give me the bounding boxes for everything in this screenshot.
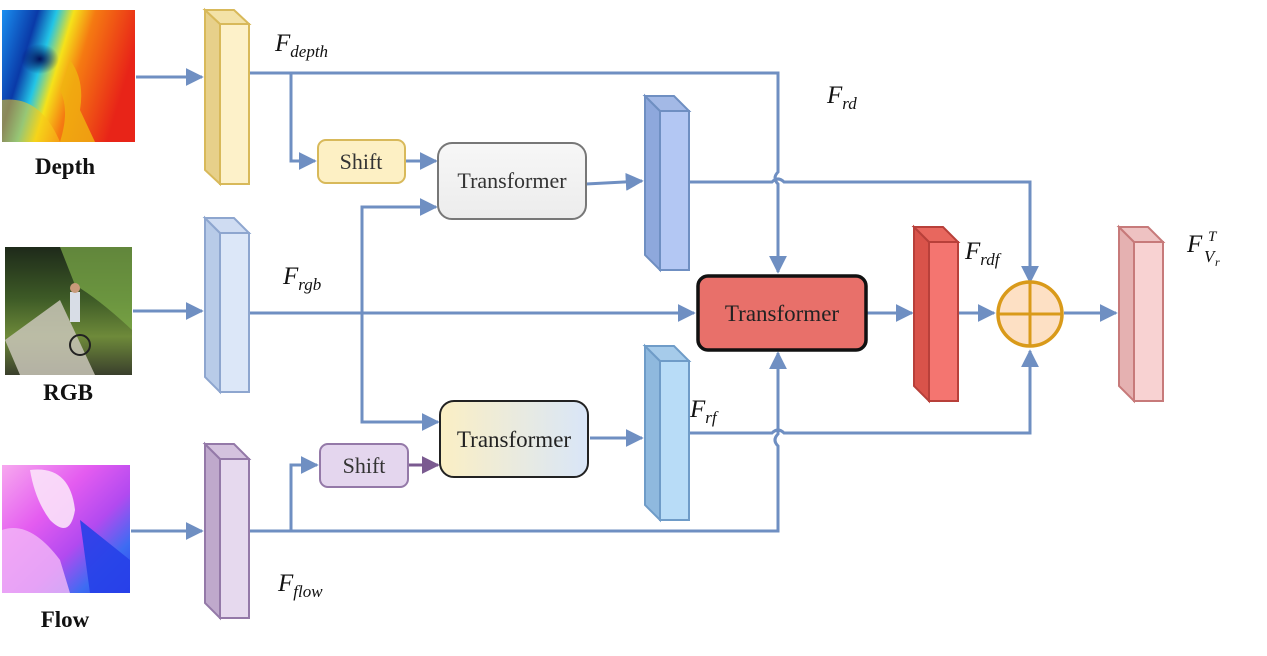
transformer-top-box: Transformer (437, 142, 587, 220)
depth-to-shift-line (289, 73, 317, 170)
transformer-fusion-label: Transformer (725, 301, 839, 326)
rf-feature-block (642, 343, 692, 523)
flow-feature-block (202, 441, 252, 621)
rdf-feature-block (911, 224, 961, 404)
svg-text:V: V (1204, 247, 1217, 266)
svg-text:F: F (1186, 231, 1203, 258)
transformer-top-to-block-arrow (585, 172, 644, 191)
depth-feature-block (202, 7, 252, 187)
label-f-rgb: Frgb (282, 263, 321, 294)
rgb-feature-block (202, 215, 252, 395)
rd-feature-block (642, 93, 692, 273)
sum-node-icon (996, 280, 1064, 348)
flow-image (2, 465, 130, 593)
svg-text:T: T (1208, 229, 1218, 245)
transformer-bottom-label: Transformer (457, 427, 571, 452)
shift-bottom-box: Shift (319, 443, 409, 488)
transformer-fusion-box: Transformer (696, 274, 868, 352)
rd-to-sum-line (688, 177, 1039, 284)
label-f-rd: Frd (826, 82, 857, 113)
flow-to-shift-line (289, 456, 319, 531)
rgb-to-top-transformer-line (360, 198, 438, 313)
flow-to-fusion-line (249, 351, 787, 533)
label-f-rdf: Frdf (964, 238, 1002, 269)
transformer-top-label: Transformer (457, 168, 567, 193)
depth-caption: Depth (35, 154, 95, 179)
output-feature-block (1116, 224, 1166, 404)
rgb-caption: RGB (43, 380, 93, 405)
label-f-output: F T V r (1186, 229, 1220, 269)
depth-to-fusion-line (249, 71, 787, 274)
rgb-image (5, 247, 132, 375)
shift-bottom-label: Shift (343, 453, 386, 478)
transformer-bottom-box: Transformer (439, 400, 589, 478)
label-f-flow: Fflow (277, 570, 323, 601)
flow-caption: Flow (41, 607, 90, 632)
depth-image (2, 10, 135, 142)
rgb-to-bottom-transformer-line (360, 313, 440, 431)
label-f-depth: Fdepth (274, 30, 328, 61)
label-f-rf: Frf (689, 396, 719, 427)
svg-text:r: r (1215, 255, 1220, 269)
shift-top-label: Shift (340, 149, 383, 174)
rf-to-sum-line (688, 349, 1039, 435)
shift-top-box: Shift (317, 139, 406, 184)
